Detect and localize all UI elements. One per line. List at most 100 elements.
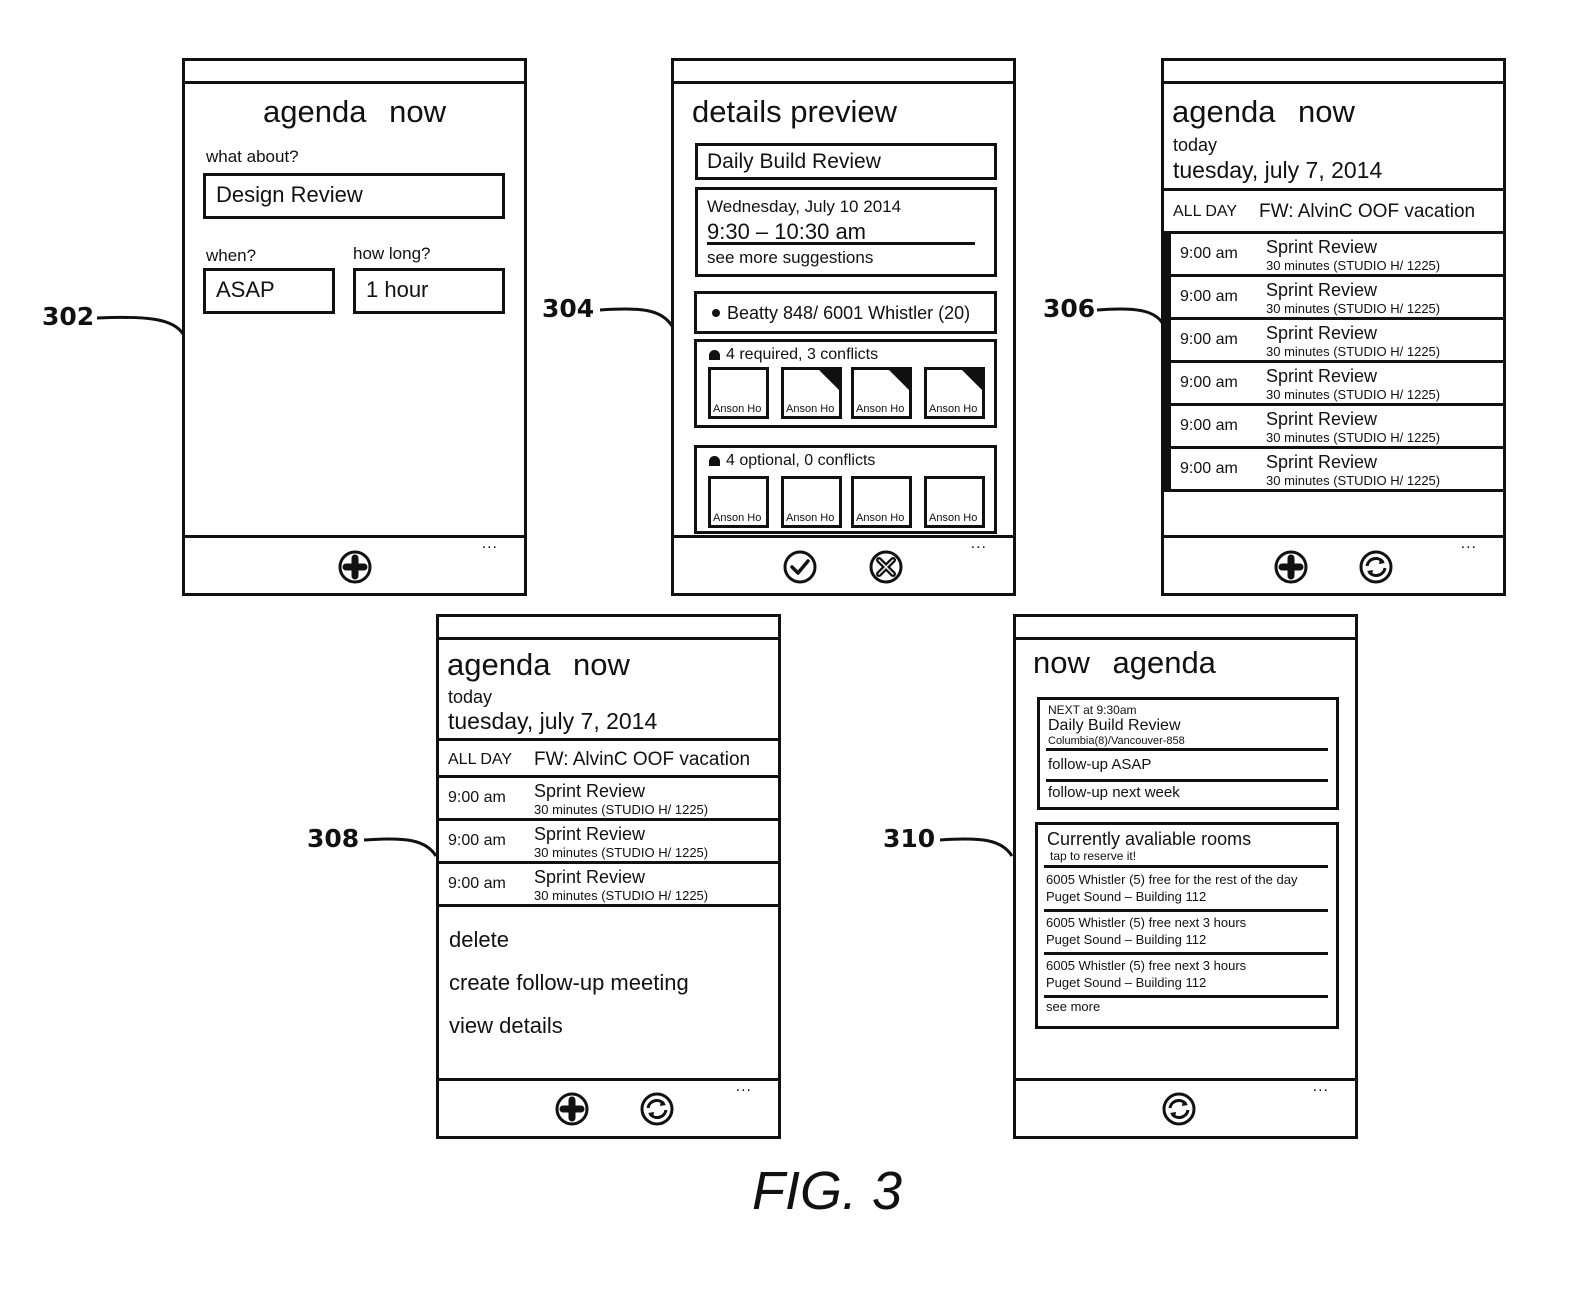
next-meeting-title[interactable]: Daily Build Review <box>1048 717 1181 734</box>
room-availability: 6005 Whistler (5) free next 3 hours <box>1046 915 1247 930</box>
person-icon <box>709 350 720 360</box>
attendee-tile-conflict[interactable]: Anson Ho <box>851 367 912 419</box>
attendee-name: Anson Ho <box>856 512 905 524</box>
more-options-button[interactable]: ... <box>735 1078 752 1095</box>
event-title: Sprint Review <box>1266 237 1378 257</box>
attendee-tile[interactable]: Anson Ho <box>708 367 769 419</box>
add-button[interactable] <box>1274 550 1308 584</box>
add-icon <box>338 550 372 584</box>
pivot-title[interactable]: agenda now <box>447 647 630 682</box>
pivot-title[interactable]: agenda now <box>263 94 446 129</box>
all-day-row[interactable]: ALL DAY FW: AlvinC OOF vacation <box>439 738 778 778</box>
location-pin-icon <box>712 309 720 317</box>
room-item[interactable]: 6005 Whistler (5) free for the rest of t… <box>1046 871 1297 905</box>
room-building: Puget Sound – Building 112 <box>1046 932 1207 947</box>
what-about-input[interactable]: Design Review <box>203 173 505 219</box>
leader-line-308 <box>363 837 438 857</box>
status-bar <box>439 617 778 640</box>
all-day-row[interactable]: ALL DAY FW: AlvinC OOF vacation <box>1164 188 1503 231</box>
event-title: Sprint Review <box>1266 280 1378 300</box>
attendee-tile[interactable]: Anson Ho <box>924 476 985 528</box>
see-more-rooms-link[interactable]: see more <box>1046 999 1101 1014</box>
date-heading: tuesday, july 7, 2014 <box>448 708 658 734</box>
follow-up-asap-action[interactable]: follow-up ASAP <box>1048 756 1152 773</box>
status-bar <box>1164 61 1503 84</box>
event-detail: 30 minutes (STUDIO H/ 1225) <box>534 845 709 860</box>
event-title: Sprint Review <box>1266 452 1378 472</box>
attendee-tile[interactable]: Anson Ho <box>851 476 912 528</box>
event-title: Sprint Review <box>1266 366 1378 386</box>
attendee-tile-conflict[interactable]: Anson Ho <box>924 367 985 419</box>
attendee-tile-conflict[interactable]: Anson Ho <box>781 367 842 419</box>
status-bar <box>185 61 524 84</box>
more-options-button[interactable]: ... <box>1312 1078 1329 1095</box>
event-title: Sprint Review <box>1266 323 1378 343</box>
more-options-button[interactable]: ... <box>1460 535 1477 552</box>
page-title: details preview <box>692 94 898 129</box>
app-bar: ... <box>185 535 524 593</box>
all-day-event: FW: AlvinC OOF vacation <box>1259 201 1476 222</box>
sync-icon <box>1359 550 1393 584</box>
menu-item-view-details[interactable]: view details <box>449 1013 563 1038</box>
today-label: today <box>448 687 493 707</box>
event-detail: 30 minutes (STUDIO H/ 1225) <box>1266 344 1441 359</box>
event-time: 9:00 am <box>448 874 506 892</box>
divider <box>1046 779 1328 782</box>
rooms-hint: tap to reserve it! <box>1050 849 1137 863</box>
meeting-title-field[interactable]: Daily Build Review <box>695 143 997 180</box>
app-bar: ... <box>1164 535 1503 593</box>
more-options-button[interactable]: ... <box>970 535 987 552</box>
see-more-suggestions-link[interactable]: see more suggestions <box>707 248 874 267</box>
sync-button[interactable] <box>640 1092 674 1126</box>
menu-item-delete[interactable]: delete <box>449 927 509 952</box>
how-long-input[interactable]: 1 hour <box>353 268 505 314</box>
event-time: 9:00 am <box>1180 459 1238 477</box>
divider <box>1044 995 1328 998</box>
pivot-title[interactable]: now agenda <box>1033 645 1216 680</box>
accept-button[interactable] <box>783 550 817 584</box>
location-field[interactable]: Beatty 848/ 6001 Whistler (20) <box>694 291 997 334</box>
attendee-tile[interactable]: Anson Ho <box>708 476 769 528</box>
person-icon <box>709 456 720 466</box>
how-long-label: how long? <box>353 244 431 263</box>
sync-button[interactable] <box>1162 1092 1196 1126</box>
add-button[interactable] <box>338 550 372 584</box>
attendee-name: Anson Ho <box>929 403 978 415</box>
more-options-button[interactable]: ... <box>481 535 498 552</box>
menu-item-create-follow-up[interactable]: create follow-up meeting <box>449 970 689 995</box>
leader-line-306 <box>1096 307 1165 325</box>
ref-label-304: 304 <box>542 294 595 323</box>
event-title: Sprint Review <box>1266 409 1378 429</box>
divider <box>1044 909 1328 912</box>
cancel-button[interactable] <box>869 550 903 584</box>
sync-button[interactable] <box>1359 550 1393 584</box>
ref-label-306: 306 <box>1043 294 1096 323</box>
attendee-tile[interactable]: Anson Ho <box>781 476 842 528</box>
when-input[interactable]: ASAP <box>203 268 335 314</box>
time-underline <box>707 242 975 245</box>
all-day-tag: ALL DAY <box>1173 203 1238 220</box>
required-header: 4 required, 3 conflicts <box>726 346 879 363</box>
selection-bar <box>1164 231 1171 489</box>
follow-up-next-week-action[interactable]: follow-up next week <box>1048 784 1180 801</box>
next-meeting-card: NEXT at 9:30am Daily Build Review Columb… <box>1037 697 1339 810</box>
all-day-tag: ALL DAY <box>448 751 513 768</box>
add-button[interactable] <box>555 1092 589 1126</box>
leader-line-304 <box>599 307 674 327</box>
meeting-time[interactable]: 9:30 – 10:30 am <box>707 219 867 244</box>
pivot-title[interactable]: agenda now <box>1172 94 1355 129</box>
today-label: today <box>1173 135 1218 155</box>
sync-icon <box>1162 1092 1196 1126</box>
add-icon <box>555 1092 589 1126</box>
